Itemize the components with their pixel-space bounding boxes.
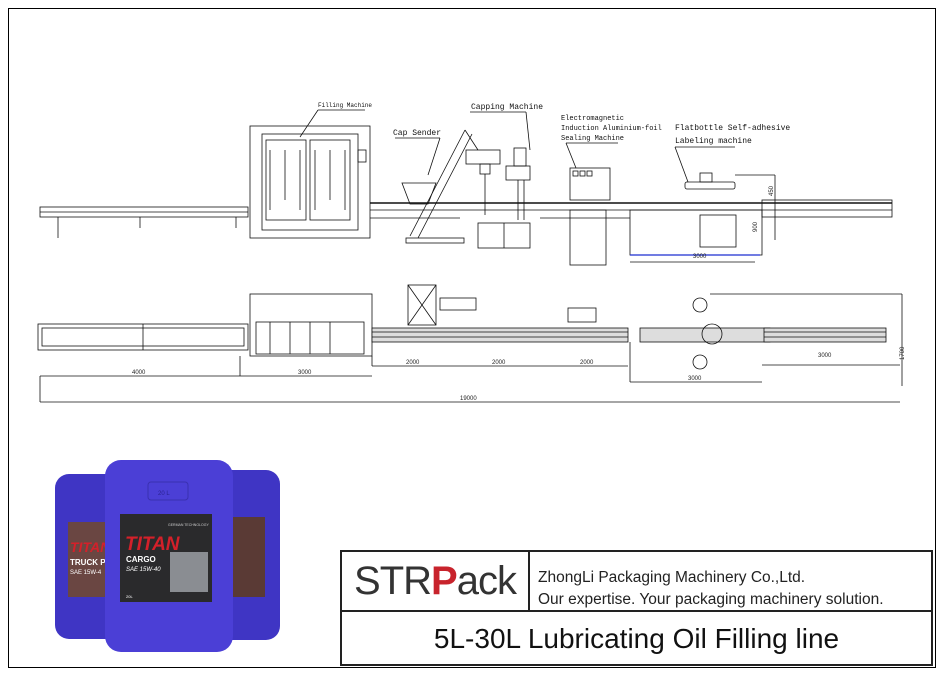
sealing-machine — [565, 142, 618, 266]
left-grade: SAE 15W-4 — [70, 570, 102, 576]
company-name: ZhongLi Packaging Machinery Co.,Ltd. — [538, 569, 806, 586]
dim-label-height: 900 — [753, 221, 759, 232]
dim-seg-3: 2000 — [406, 360, 420, 366]
dim-total: 19000 — [460, 396, 477, 402]
center-grade: SAE 15W-40 — [126, 567, 161, 573]
center-brand: TITAN — [125, 534, 181, 555]
dim-width: 1700 — [900, 346, 906, 360]
labeling-machine — [629, 146, 893, 263]
capping-machine — [465, 111, 531, 249]
dim-seg-4: 2000 — [492, 360, 506, 366]
dim-seg-6: 3000 — [688, 376, 702, 382]
label-sealing-2: Induction Aluminium-foil — [561, 125, 662, 133]
production-line-diagram: 3000 900 450 Filling Machine Cap Sender … — [37, 102, 906, 403]
filling-machine — [249, 109, 371, 239]
center-product-name: CARGO — [126, 555, 156, 564]
dim-seg-2: 3000 — [298, 370, 312, 376]
dim-label-top: 450 — [769, 185, 775, 196]
plan-view: 4000 3000 2000 2000 2000 3000 3000 1700 … — [37, 284, 906, 403]
label-sealing-1: Electromagnetic — [561, 115, 624, 123]
center-volume: 20L — [126, 594, 133, 599]
logo-text-ack: ack — [456, 558, 517, 603]
tagline: GERMAN TECHNOLOGY — [168, 523, 209, 527]
page-frame — [8, 8, 936, 668]
line-title: 5L-30L Lubricating Oil Filling line — [342, 610, 931, 666]
cap-sender — [395, 129, 479, 244]
label-sealing-3: Sealing Machine — [561, 135, 624, 143]
line-title-text: 5L-30L Lubricating Oil Filling line — [433, 623, 840, 654]
dim-seg-5: 2000 — [580, 360, 594, 366]
company-slogan: Our expertise. Your packaging machinery … — [538, 591, 884, 608]
company-info: ZhongLi Packaging Machinery Co.,Ltd. Our… — [538, 567, 884, 611]
product-image-oil-containers: TITAN TRUCK P SAE 15W-4 20 L GERMAN TECH… — [55, 460, 280, 652]
left-product-name: TRUCK P — [70, 558, 106, 567]
left-brand: TITAN — [70, 539, 111, 555]
label-capping-machine: Capping Machine — [471, 103, 543, 112]
container-mark: 20 L — [158, 491, 170, 497]
logo-text-p: P — [431, 558, 458, 603]
label-labeling-1: Flatbottle Self-adhesive — [675, 124, 790, 133]
label-filling-machine: Filling Machine — [318, 102, 372, 109]
dim-label-width: 3000 — [693, 254, 707, 260]
dim-seg-1: 4000 — [132, 370, 146, 376]
side-elevation: 3000 900 450 Filling Machine Cap Sender … — [39, 102, 893, 266]
label-cap-sender: Cap Sender — [393, 129, 441, 138]
logo-text-str: STR — [354, 558, 432, 603]
dim-seg-7: 3000 — [818, 353, 832, 359]
label-labeling-2: Labeling machine — [675, 137, 752, 146]
